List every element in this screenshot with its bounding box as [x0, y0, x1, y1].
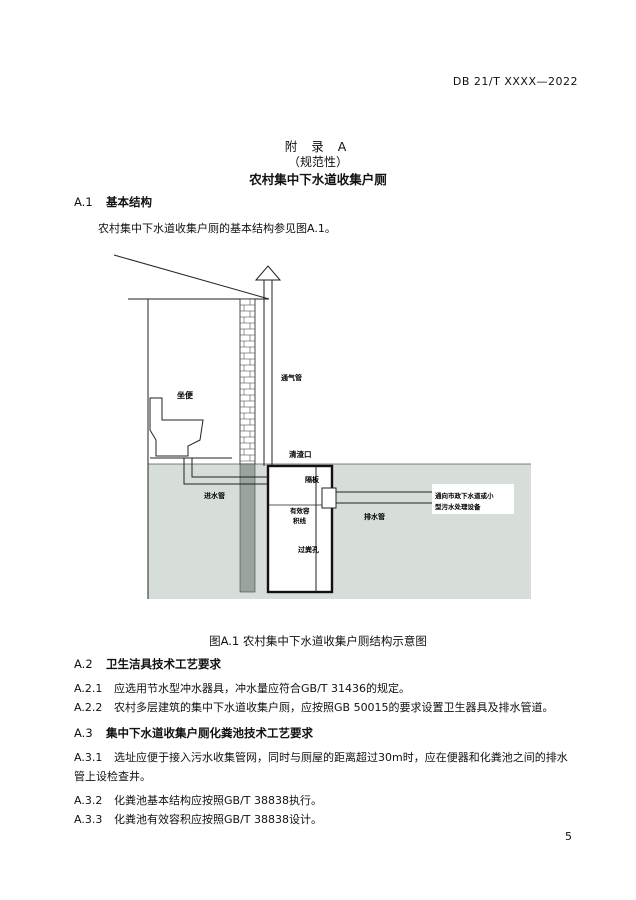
inlet-pipe-label: 进水管: [204, 491, 225, 500]
clause-a3-3: A.3.3 化粪池有效容积应按照GB/T 38838设计。: [74, 810, 574, 829]
brick-courses: [240, 299, 255, 462]
clause-number: A.2.2: [74, 701, 103, 714]
clause-a2-1: A.2.1 应选用节水型冲水器具，冲水量应符合GB/T 31436的规定。: [74, 679, 574, 698]
clause-number: A.3.3: [74, 813, 103, 826]
clause-text: 化粪池有效容积应按照GB/T 38838设计。: [114, 813, 322, 826]
clause-text: 化粪池基本结构应按照GB/T 38838执行。: [114, 794, 322, 807]
overflow-hole-label: 过粪孔: [298, 545, 319, 554]
appendix-title: 农村集中下水道收集户厕: [249, 172, 387, 187]
destination-box: [432, 484, 514, 514]
vent-pipe-label: 通气管: [281, 373, 302, 382]
clause-text: 选址应便于接入污水收集管网，同时与厕屋的距离超过30m时，应在便器和化粪池之间的…: [74, 751, 568, 783]
figure-caption: 图A.1 农村集中下水道收集户厕结构示意图: [209, 634, 427, 648]
outlet-fitting: [321, 487, 337, 509]
brick-wall: [239, 298, 256, 465]
clause-text: 农村多层建筑的集中下水道收集户厕，应按照GB 50015的要求设置卫生器具及排水…: [114, 701, 554, 714]
section-title: 集中下水道收集户厕化粪池技术工艺要求: [106, 726, 313, 740]
appendix-type: （规范性）: [287, 155, 348, 169]
toilet-label: 坐便: [177, 390, 194, 400]
effective-volume-label-2: 积线: [293, 516, 307, 525]
page-number: 5: [565, 830, 572, 843]
section-a1-text: 农村集中下水道收集户厕的基本结构参见图A.1。: [98, 222, 336, 235]
section-number: A.2: [74, 657, 93, 671]
vent-cap-icon: [254, 265, 282, 281]
septic-tank: [266, 464, 334, 594]
cleanout-label: 清渣口: [289, 449, 312, 459]
clause-number: A.3.1: [74, 751, 103, 764]
outlet-pipe-label: 排水管: [364, 512, 385, 521]
section-title: 基本结构: [106, 195, 152, 209]
section-a2-heading: A.2 卫生洁具技术工艺要求: [74, 656, 221, 672]
roof-line: [113, 254, 270, 300]
foundation-wall: [239, 463, 256, 593]
effective-volume-label-1: 有效容: [290, 506, 310, 515]
destination-label-1: 通向市政下水道或小: [435, 491, 494, 500]
section-number: A.1: [74, 195, 93, 209]
section-a1-heading: A.1 基本结构: [74, 194, 152, 210]
section-a3-heading: A.3 集中下水道收集户厕化粪池技术工艺要求: [74, 725, 313, 741]
clause-a3-2: A.3.2 化粪池基本结构应按照GB/T 38838执行。: [74, 791, 574, 810]
section-title: 卫生洁具技术工艺要求: [106, 657, 221, 671]
toilet-shape: [149, 397, 204, 457]
clause-a2-2: A.2.2 农村多层建筑的集中下水道收集户厕，应按照GB 50015的要求设置卫生…: [74, 698, 574, 717]
partition-label: 隔板: [305, 475, 320, 484]
destination-label-2: 型污水处理设备: [435, 502, 481, 511]
clause-number: A.2.1: [74, 682, 103, 695]
clause-text: 应选用节水型冲水器具，冲水量应符合GB/T 31436的规定。: [114, 682, 410, 695]
appendix-label: 附 录 A: [284, 139, 352, 154]
section-number: A.3: [74, 726, 93, 740]
clause-number: A.3.2: [74, 794, 103, 807]
document-code: DB 21/T XXXX—2022: [452, 75, 578, 88]
